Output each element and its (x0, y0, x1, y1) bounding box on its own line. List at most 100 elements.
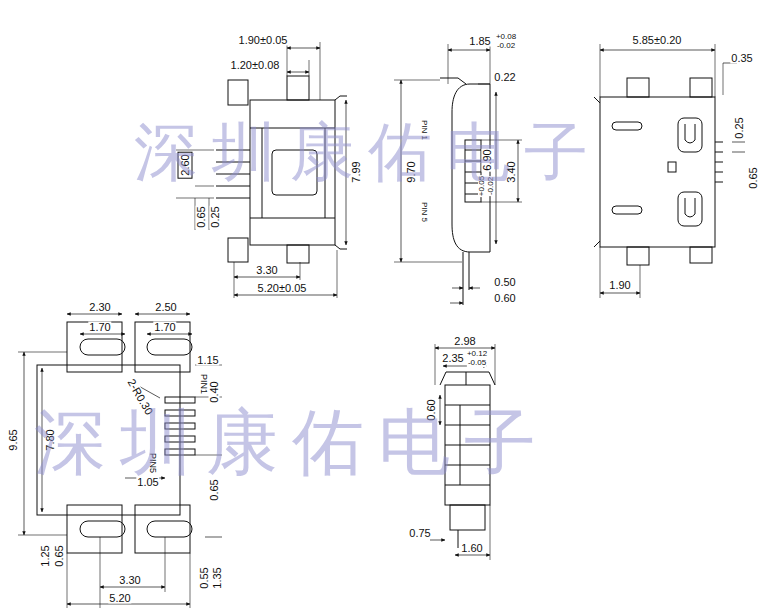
end-view-stroke (430, 540, 445, 541)
front-view-stroke (715, 44, 716, 97)
side-view-stroke (481, 202, 522, 203)
pcb-footprint-stroke (24, 352, 25, 535)
pcb-footprint-stroke (67, 604, 190, 605)
dimension-label: -0.02 (496, 42, 516, 50)
dimension-label: 1.85 (468, 36, 491, 47)
dimension-lines-stroke (309, 60, 310, 76)
dimension-label: 0.75 (408, 528, 431, 539)
front-view-stroke (678, 118, 702, 152)
end-view-stroke (450, 505, 485, 530)
dimension-label: +0.12 (466, 350, 488, 358)
pcb-footprint-stroke (205, 537, 222, 538)
side-view-stroke (463, 252, 464, 305)
front-view-stroke (600, 97, 715, 247)
watermark: 深圳康佑电子 (34, 406, 550, 478)
pcb-footprint-stroke (135, 322, 190, 372)
watermark: 深圳康佑电子 (134, 120, 602, 184)
top-view-stroke (228, 80, 248, 105)
dimension-lines-stroke (320, 42, 321, 100)
dimension-lines-stroke (234, 277, 300, 278)
end-view-stroke (466, 372, 467, 385)
end-view-stroke (495, 344, 496, 385)
dimension-lines-stroke (287, 42, 288, 76)
front-view-stroke (715, 172, 723, 173)
front-view-stroke (715, 182, 723, 183)
top-view-stroke (287, 76, 309, 100)
front-view (594, 44, 745, 298)
dimension-label: 1.70 (153, 322, 176, 333)
front-view-stroke (612, 206, 642, 214)
dimension-label: 1.05 (136, 477, 159, 488)
dimension-label: 2.98 (453, 336, 476, 347)
top-view-stroke (335, 96, 347, 100)
dimension-label: PIN1 (199, 373, 208, 395)
top-view-stroke (250, 218, 335, 219)
dimension-lines-stroke (337, 250, 338, 298)
pcb-footprint-stroke (147, 521, 192, 537)
dimension-label: 5.20 (108, 593, 131, 604)
front-view-stroke (732, 152, 745, 153)
front-view-stroke (600, 293, 640, 294)
dimension-label: 0.25 (734, 116, 745, 139)
end-view-stroke (440, 372, 495, 385)
front-view-stroke (627, 247, 649, 265)
dimension-label: 0.65 (209, 478, 220, 501)
dimension-label: 3.30 (255, 265, 278, 276)
front-view-stroke (690, 78, 712, 97)
pcb-footprint-stroke (135, 505, 190, 553)
pcb-footprint-stroke (165, 397, 195, 403)
top-view-stroke (216, 186, 250, 187)
dimension-label: 1.35 (212, 566, 223, 589)
front-view-stroke (594, 241, 600, 247)
pcb-footprint-stroke (190, 553, 191, 608)
pcb-footprint-stroke (100, 537, 101, 608)
pcb-footprint-stroke (80, 334, 125, 335)
dimension-label: 0.65 (196, 205, 207, 228)
dimension-label: PIN 5 (420, 201, 428, 223)
dimension-label: 1.25 (40, 544, 51, 567)
dimension-label: 1.90 (608, 280, 631, 291)
dimension-label: -0.05 (467, 359, 487, 367)
side-view-stroke (448, 50, 490, 51)
end-view-stroke (490, 505, 491, 560)
dimension-label: 0.35 (730, 53, 753, 64)
pcb-footprint-stroke (80, 339, 125, 355)
front-view-stroke (685, 198, 695, 217)
front-view-stroke (594, 97, 600, 103)
side-view-stroke (394, 262, 462, 263)
pcb-footprint-stroke (67, 553, 68, 608)
dimension-label: 0.50 (493, 277, 516, 288)
pcb-footprint-stroke (165, 537, 166, 592)
dimension-label: 2.30 (88, 302, 111, 313)
front-view-stroke (612, 122, 642, 130)
top-view-stroke (287, 245, 309, 263)
end-view-stroke (458, 530, 459, 548)
side-view-stroke (440, 78, 466, 84)
dimension-lines-stroke (287, 48, 320, 49)
dimension-label: 9.65 (8, 428, 19, 451)
front-view-stroke (715, 142, 723, 143)
pcb-footprint-stroke (18, 535, 67, 536)
top-view-stroke (216, 198, 250, 199)
dimension-label: +0.08 (495, 33, 517, 41)
pcb-footprint-stroke (80, 521, 125, 537)
front-view-stroke (668, 162, 676, 172)
dimension-label: 0.65 (748, 166, 759, 189)
end-view-stroke (445, 485, 490, 486)
front-view-stroke (715, 152, 723, 153)
dimension-label: 1.90±0.05 (238, 35, 289, 46)
dimension-label: 1.60 (460, 543, 483, 554)
dimension-label: 2.35 (441, 353, 464, 364)
front-view-stroke (600, 247, 601, 298)
side-view-stroke (452, 288, 463, 289)
dimension-lines-stroke (287, 72, 309, 73)
front-view-stroke (732, 142, 745, 143)
dimension-label: 0.22 (493, 72, 516, 83)
dimension-lines-stroke (195, 186, 214, 187)
pcb-footprint-stroke (18, 352, 67, 353)
pcb-footprint-stroke (135, 314, 190, 315)
side-view-stroke (469, 288, 480, 289)
front-view-stroke (685, 124, 695, 143)
